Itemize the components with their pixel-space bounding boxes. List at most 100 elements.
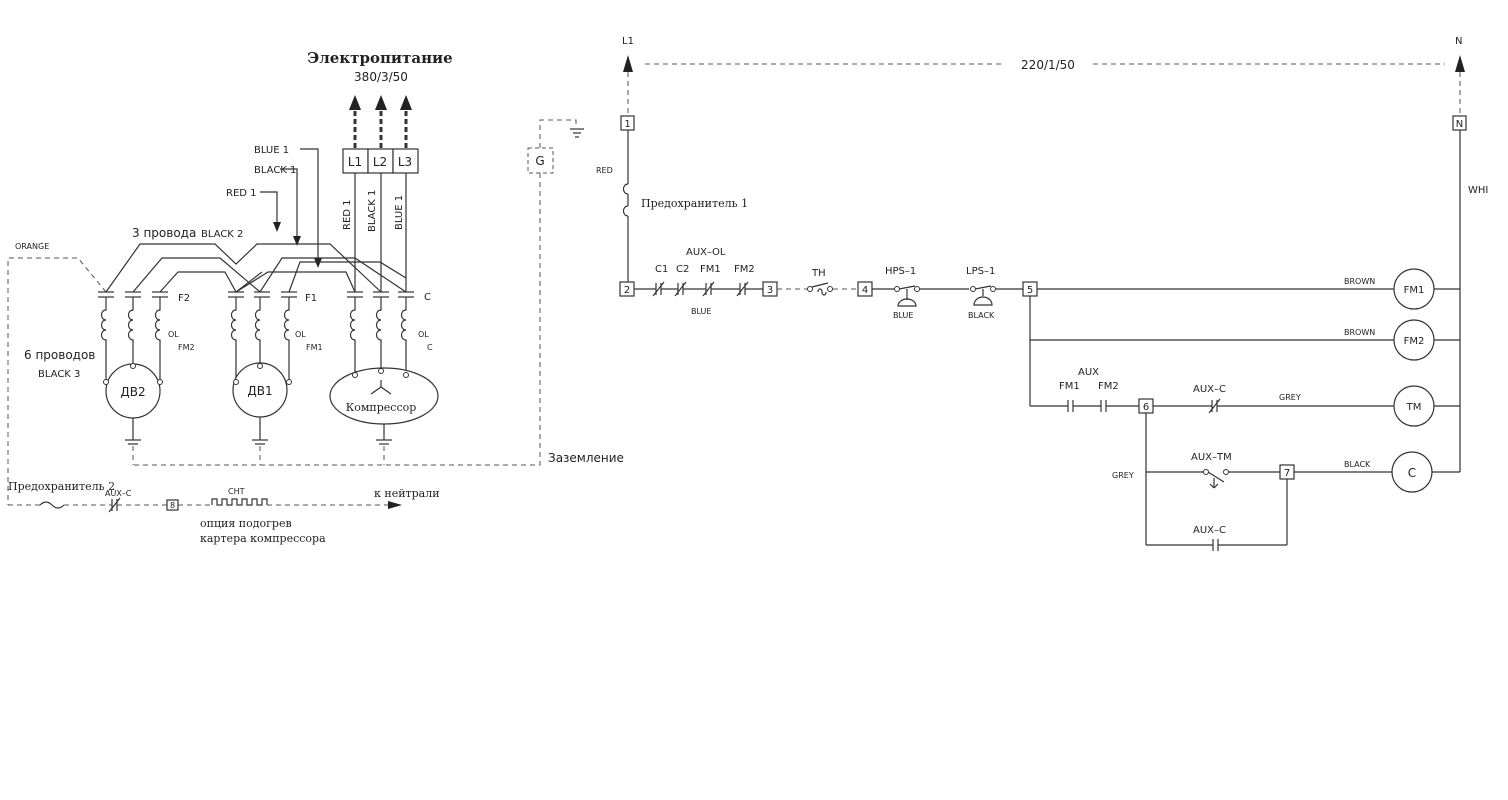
wire-label-red1: RED 1	[226, 188, 257, 199]
wire-label-blue1-vertical: BLUE 1	[394, 195, 405, 230]
thermostat-switch	[777, 282, 858, 296]
wire-label-blue: BLUE	[691, 307, 711, 316]
control-voltage: 220/1/50	[1021, 58, 1075, 72]
overload-label-ol-c: OL	[418, 330, 429, 339]
aux-contact-label-fm2: FM2	[1098, 381, 1119, 392]
feed-wires	[260, 148, 322, 268]
terminal-g: G	[535, 154, 544, 168]
wire-label-black1-vertical: BLACK 1	[367, 190, 378, 232]
motor-grounds	[125, 417, 392, 465]
terminal-3: 3	[767, 285, 773, 296]
heater-option-line2: картера компрессора	[200, 532, 326, 545]
wire-label-orange: ORANGE	[15, 242, 49, 251]
low-pressure-switch	[970, 285, 1023, 306]
contactor-label-f2: F2	[178, 293, 190, 304]
heater-circuit-wire: 8	[8, 497, 402, 513]
overload-label-ol-dv1: OL	[295, 330, 306, 339]
to-neutral-label: к нейтрали	[374, 487, 440, 500]
contactor-f1	[228, 291, 297, 298]
fuse1-label: Предохранитель 1	[641, 197, 748, 210]
wire-label-black2: BLACK 2	[201, 229, 243, 240]
terminal-7: 7	[1284, 468, 1290, 479]
aux-ol-label: AUX–OL	[686, 247, 726, 258]
motor-dv1: ДВ1	[232, 362, 292, 418]
fuse2-label: Предохранитель 2	[8, 480, 115, 493]
aux-c-contact-nc	[1153, 398, 1394, 414]
aux-ol-contacts	[634, 281, 763, 297]
terminal-8: 8	[170, 501, 175, 510]
fuse1	[622, 130, 629, 282]
hps1-label: HPS–1	[885, 266, 916, 277]
orange-wire	[7, 257, 107, 505]
motor-dv2: ДВ2	[103, 363, 163, 419]
aux-c-contact-no	[1146, 539, 1287, 551]
control-l1-label: L1	[622, 36, 634, 47]
wire-label-grey-tm: GREY	[1279, 393, 1301, 402]
contact-label-fm1: FM1	[700, 264, 721, 275]
aux-fm-contacts	[1030, 400, 1139, 412]
contactor-label-c: C	[424, 292, 431, 303]
contact-label-c2: C2	[676, 264, 689, 275]
compressor-motor: Компрессор	[329, 367, 439, 425]
terminal-l3: L3	[398, 155, 412, 169]
motor-label-dv2: ДВ2	[120, 385, 145, 399]
lps-wire-label-black: BLACK	[968, 311, 995, 320]
ground-terminal: G	[133, 119, 584, 466]
cht-label: CHT	[228, 487, 245, 496]
power-title: Электропитание	[307, 49, 452, 67]
aux-c-label-2: AUX–C	[1193, 525, 1226, 536]
terminal-4: 4	[862, 285, 868, 296]
terminal-l1: L1	[348, 155, 362, 169]
terminal-n: N	[1456, 119, 1463, 130]
contactor-f2	[98, 291, 168, 298]
control-n-label: N	[1455, 36, 1462, 47]
terminal-2: 2	[624, 285, 630, 296]
aux-tm-label: AUX–TM	[1191, 452, 1232, 463]
wire-label-grey-c: GREY	[1112, 471, 1134, 480]
aux-c-label-1: AUX–C	[1193, 384, 1226, 395]
heater-aux-c-label: AUX–C	[105, 489, 132, 498]
contact-label-fm2: FM2	[734, 264, 755, 275]
contact-label-c1: C1	[655, 264, 668, 275]
wire-label-red1-vertical: RED 1	[342, 199, 353, 230]
thermostat-label: TH	[811, 268, 826, 279]
grounding-label: Заземление	[548, 451, 624, 465]
compressor-label: Компрессор	[346, 401, 417, 414]
overload-label-c: C	[427, 343, 433, 352]
terminal-5: 5	[1027, 285, 1033, 296]
overload-dv1	[230, 297, 290, 382]
n-arrow	[1455, 55, 1465, 72]
six-wires-label: 6 проводов	[24, 348, 95, 362]
terminal-1: 1	[624, 119, 630, 130]
aux-tm-timer-contact	[1146, 469, 1280, 489]
contactor-c	[347, 291, 414, 298]
wire-label-black1: BLACK 1	[254, 165, 296, 176]
power-voltage: 380/3/50	[354, 70, 408, 84]
wire-label-whi: WHI	[1468, 185, 1488, 196]
high-pressure-switch	[872, 285, 969, 307]
coil-label-c: C	[1408, 466, 1416, 480]
power-supply-arrows	[349, 95, 412, 148]
wire-label-brown-fm2: BROWN	[1344, 328, 1375, 337]
wire-label-brown-fm1: BROWN	[1344, 277, 1375, 286]
supply-wires	[354, 173, 407, 292]
aux-label: AUX	[1078, 367, 1099, 378]
coil-label-fm1: FM1	[1404, 285, 1425, 296]
overload-compressor	[349, 297, 407, 374]
terminal-l2: L2	[373, 155, 387, 169]
distribution-wires	[105, 243, 407, 293]
power-terminal-block: L1 L2 L3	[342, 148, 419, 174]
hps-wire-label-blue: BLUE	[893, 311, 913, 320]
three-wires-label: 3 провода	[132, 226, 196, 240]
motor-label-dv1: ДВ1	[247, 384, 272, 398]
overload-label-fm1: FM1	[306, 343, 323, 352]
overload-dv2	[100, 297, 161, 382]
lps1-label: LPS–1	[966, 266, 995, 277]
wire-label-black-c: BLACK	[1344, 460, 1371, 469]
coil-label-fm2: FM2	[1404, 336, 1425, 347]
wire-label-blue1: BLUE 1	[254, 145, 289, 156]
wire-label-black3: BLACK 3	[38, 369, 80, 380]
coil-label-tm: TM	[1406, 402, 1422, 413]
aux-contact-label-fm1: FM1	[1059, 381, 1080, 392]
heater-option-line1: опция подогрев	[200, 517, 292, 530]
